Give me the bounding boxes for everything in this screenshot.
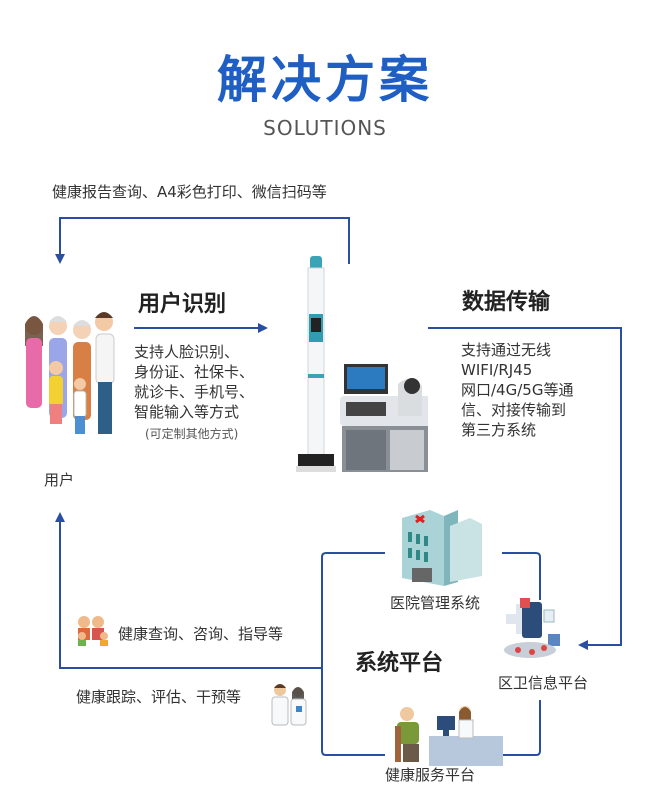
identification-line: 身份证、社保卡、 (134, 363, 255, 381)
platform-box-top-right (502, 552, 541, 600)
transfer-line-text: 支持通过无线 (461, 341, 552, 359)
hospital-icon (402, 510, 482, 586)
transfer-line-text: 信、对接传输到 (461, 401, 567, 419)
transfer-line-text: 网口/4G/5G等通 (461, 381, 574, 399)
platform-heading: 系统平台 (355, 651, 444, 676)
family-icon (78, 616, 108, 646)
hospital-system-label: 医院管理系统 (390, 594, 481, 612)
transfer-heading: 数据传输 (462, 290, 551, 315)
platform-box-left (321, 552, 385, 756)
health-service-label: 健康服务平台 (385, 766, 476, 784)
identification-line: 就诊卡、手机号、 (134, 383, 255, 401)
platform-box-bottom-right (502, 700, 541, 756)
family-illustration (25, 312, 115, 434)
regional-platform-icon (504, 598, 560, 658)
identification-description: 支持人脸识别、 身份证、社保卡、 就诊卡、手机号、 智能输入等方式 (134, 342, 254, 422)
top-loop-label: 健康报告查询、A4彩色打印、微信扫码等 (52, 183, 327, 201)
transfer-description: 支持通过无线 WIFI/RJ45 网口/4G/5G等通 信、对接传输到 第三方系… (461, 340, 573, 440)
identification-line: 智能输入等方式 (134, 403, 240, 421)
transfer-line-text: 第三方系统 (461, 421, 537, 439)
identification-line: 支持人脸识别、 (134, 343, 240, 361)
transfer-line-text: WIFI/RJ45 (461, 361, 533, 379)
top-loop-line (55, 217, 350, 264)
page-title: 解决方案 (217, 51, 433, 109)
health-service-icon (395, 706, 503, 766)
query-feedback-label: 健康查询、咨询、指导等 (118, 625, 284, 643)
regional-platform-label: 区卫信息平台 (498, 674, 589, 692)
doctors-icon (271, 684, 307, 726)
tracking-feedback-label: 健康跟踪、评估、干预等 (76, 688, 242, 706)
transfer-line (428, 327, 622, 650)
page-subtitle: SOLUTIONS (263, 116, 387, 140)
identification-heading: 用户识别 (138, 292, 227, 317)
return-line (55, 512, 322, 669)
health-kiosk-illustration (296, 256, 428, 472)
identification-note: (可定制其他方式) (145, 427, 239, 441)
user-label: 用户 (44, 471, 75, 489)
